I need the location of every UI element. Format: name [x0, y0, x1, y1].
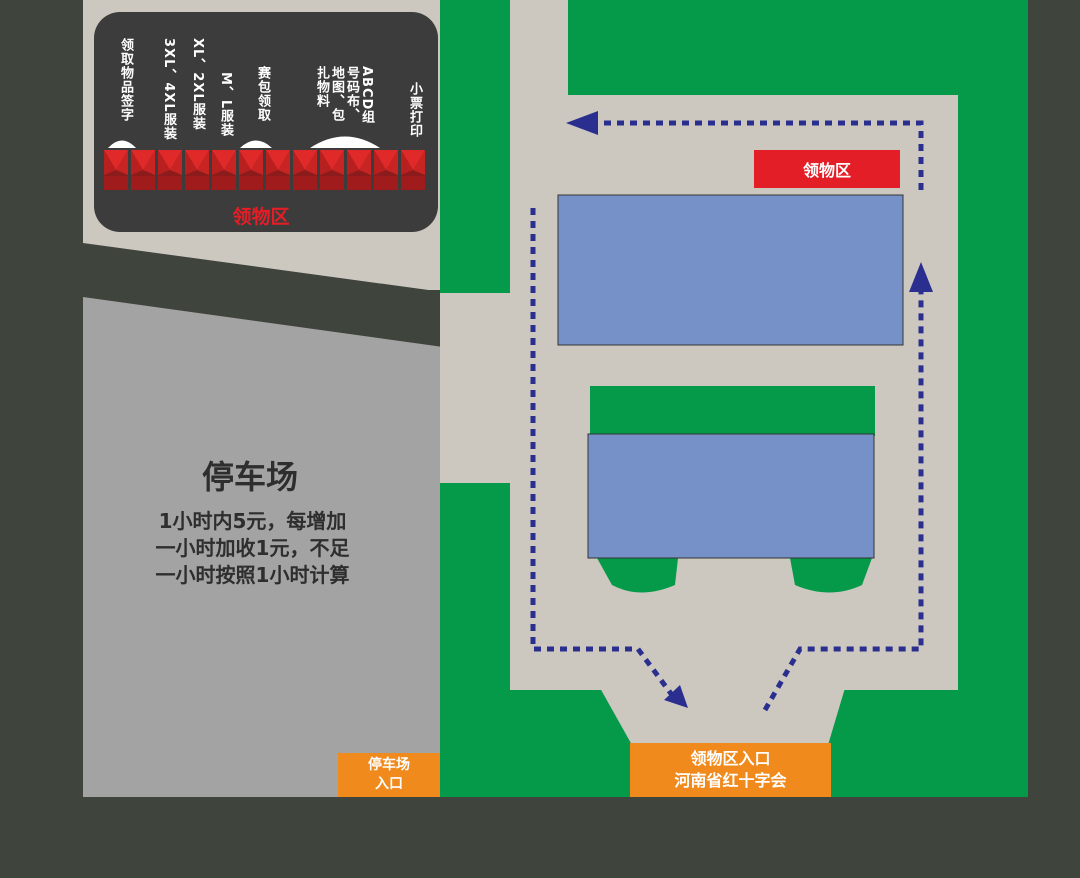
person-icon	[108, 140, 136, 148]
tent-icon	[239, 150, 263, 190]
arrow-up-icon	[909, 262, 933, 292]
tent-icon	[185, 150, 209, 190]
arrow-left-icon	[566, 111, 598, 135]
entrance-road	[600, 688, 845, 745]
route-right-segment	[762, 290, 924, 712]
parking-entrance-line: 停车场	[368, 757, 410, 773]
pickup-entrance-line: 领物区入口	[690, 749, 771, 768]
route-top-segment	[598, 120, 924, 190]
tent-icon	[293, 150, 317, 190]
tent-icon	[347, 150, 371, 190]
parking-note-line: 一小时按照1小时计算	[155, 563, 350, 587]
tent-icon	[401, 150, 425, 190]
tent-icon	[266, 150, 290, 190]
label-m-l: M、L服装	[218, 72, 233, 138]
road-connector	[440, 293, 515, 483]
label-xl-2xl: XL、2XL服装	[190, 38, 205, 131]
parking-lot	[83, 297, 443, 797]
parking-entrance-badge: 停车场 入口	[338, 753, 440, 797]
inner-grass-top	[590, 386, 875, 436]
diagonal-road	[83, 243, 443, 347]
label-3xl-4xl: 3XL、4XL服装	[161, 38, 176, 141]
tent-icon	[212, 150, 236, 190]
route-path	[530, 120, 924, 712]
parking-note-line: 一小时加收1元，不足	[155, 536, 350, 560]
pickup-entrance-line: 河南省红十字会	[674, 771, 787, 790]
tent-icon	[104, 150, 128, 190]
label-bib-map: ABCD组号码布、地图、包扎物料	[314, 66, 374, 125]
tent-row	[104, 150, 425, 190]
building-lower	[587, 433, 875, 559]
person-markers	[108, 136, 380, 148]
parking-fee-note: 1小时内5元，每增加 一小时加收1元，不足 一小时按照1小时计算	[120, 508, 385, 589]
arrow-down-right-icon	[664, 685, 688, 708]
tent-icon	[374, 150, 398, 190]
label-ticket-print: 小票打印	[407, 82, 422, 138]
label-signing: 领取物品签字	[118, 38, 133, 122]
parking-entrance-line: 入口	[375, 776, 403, 792]
route-left-segment	[530, 208, 638, 652]
tent-icon	[158, 150, 182, 190]
tent-icon	[131, 150, 155, 190]
pickup-entrance-badge: 领物区入口 河南省红十字会	[630, 743, 831, 797]
parking-note-line: 1小时内5元，每增加	[158, 509, 347, 533]
tent-icon	[320, 150, 344, 190]
parking-title: 停车场	[201, 458, 298, 496]
pickup-zone-badge: 领物区	[754, 150, 900, 188]
label-race-kit: 赛包领取	[255, 66, 270, 122]
person-icon	[310, 136, 380, 148]
person-icon	[240, 140, 272, 148]
inner-grass-left	[597, 558, 678, 593]
inner-grass-right	[790, 558, 872, 593]
route-exit-segment	[635, 647, 675, 697]
building-upper	[557, 194, 904, 346]
tent-panel-title: 领物区	[232, 206, 290, 228]
